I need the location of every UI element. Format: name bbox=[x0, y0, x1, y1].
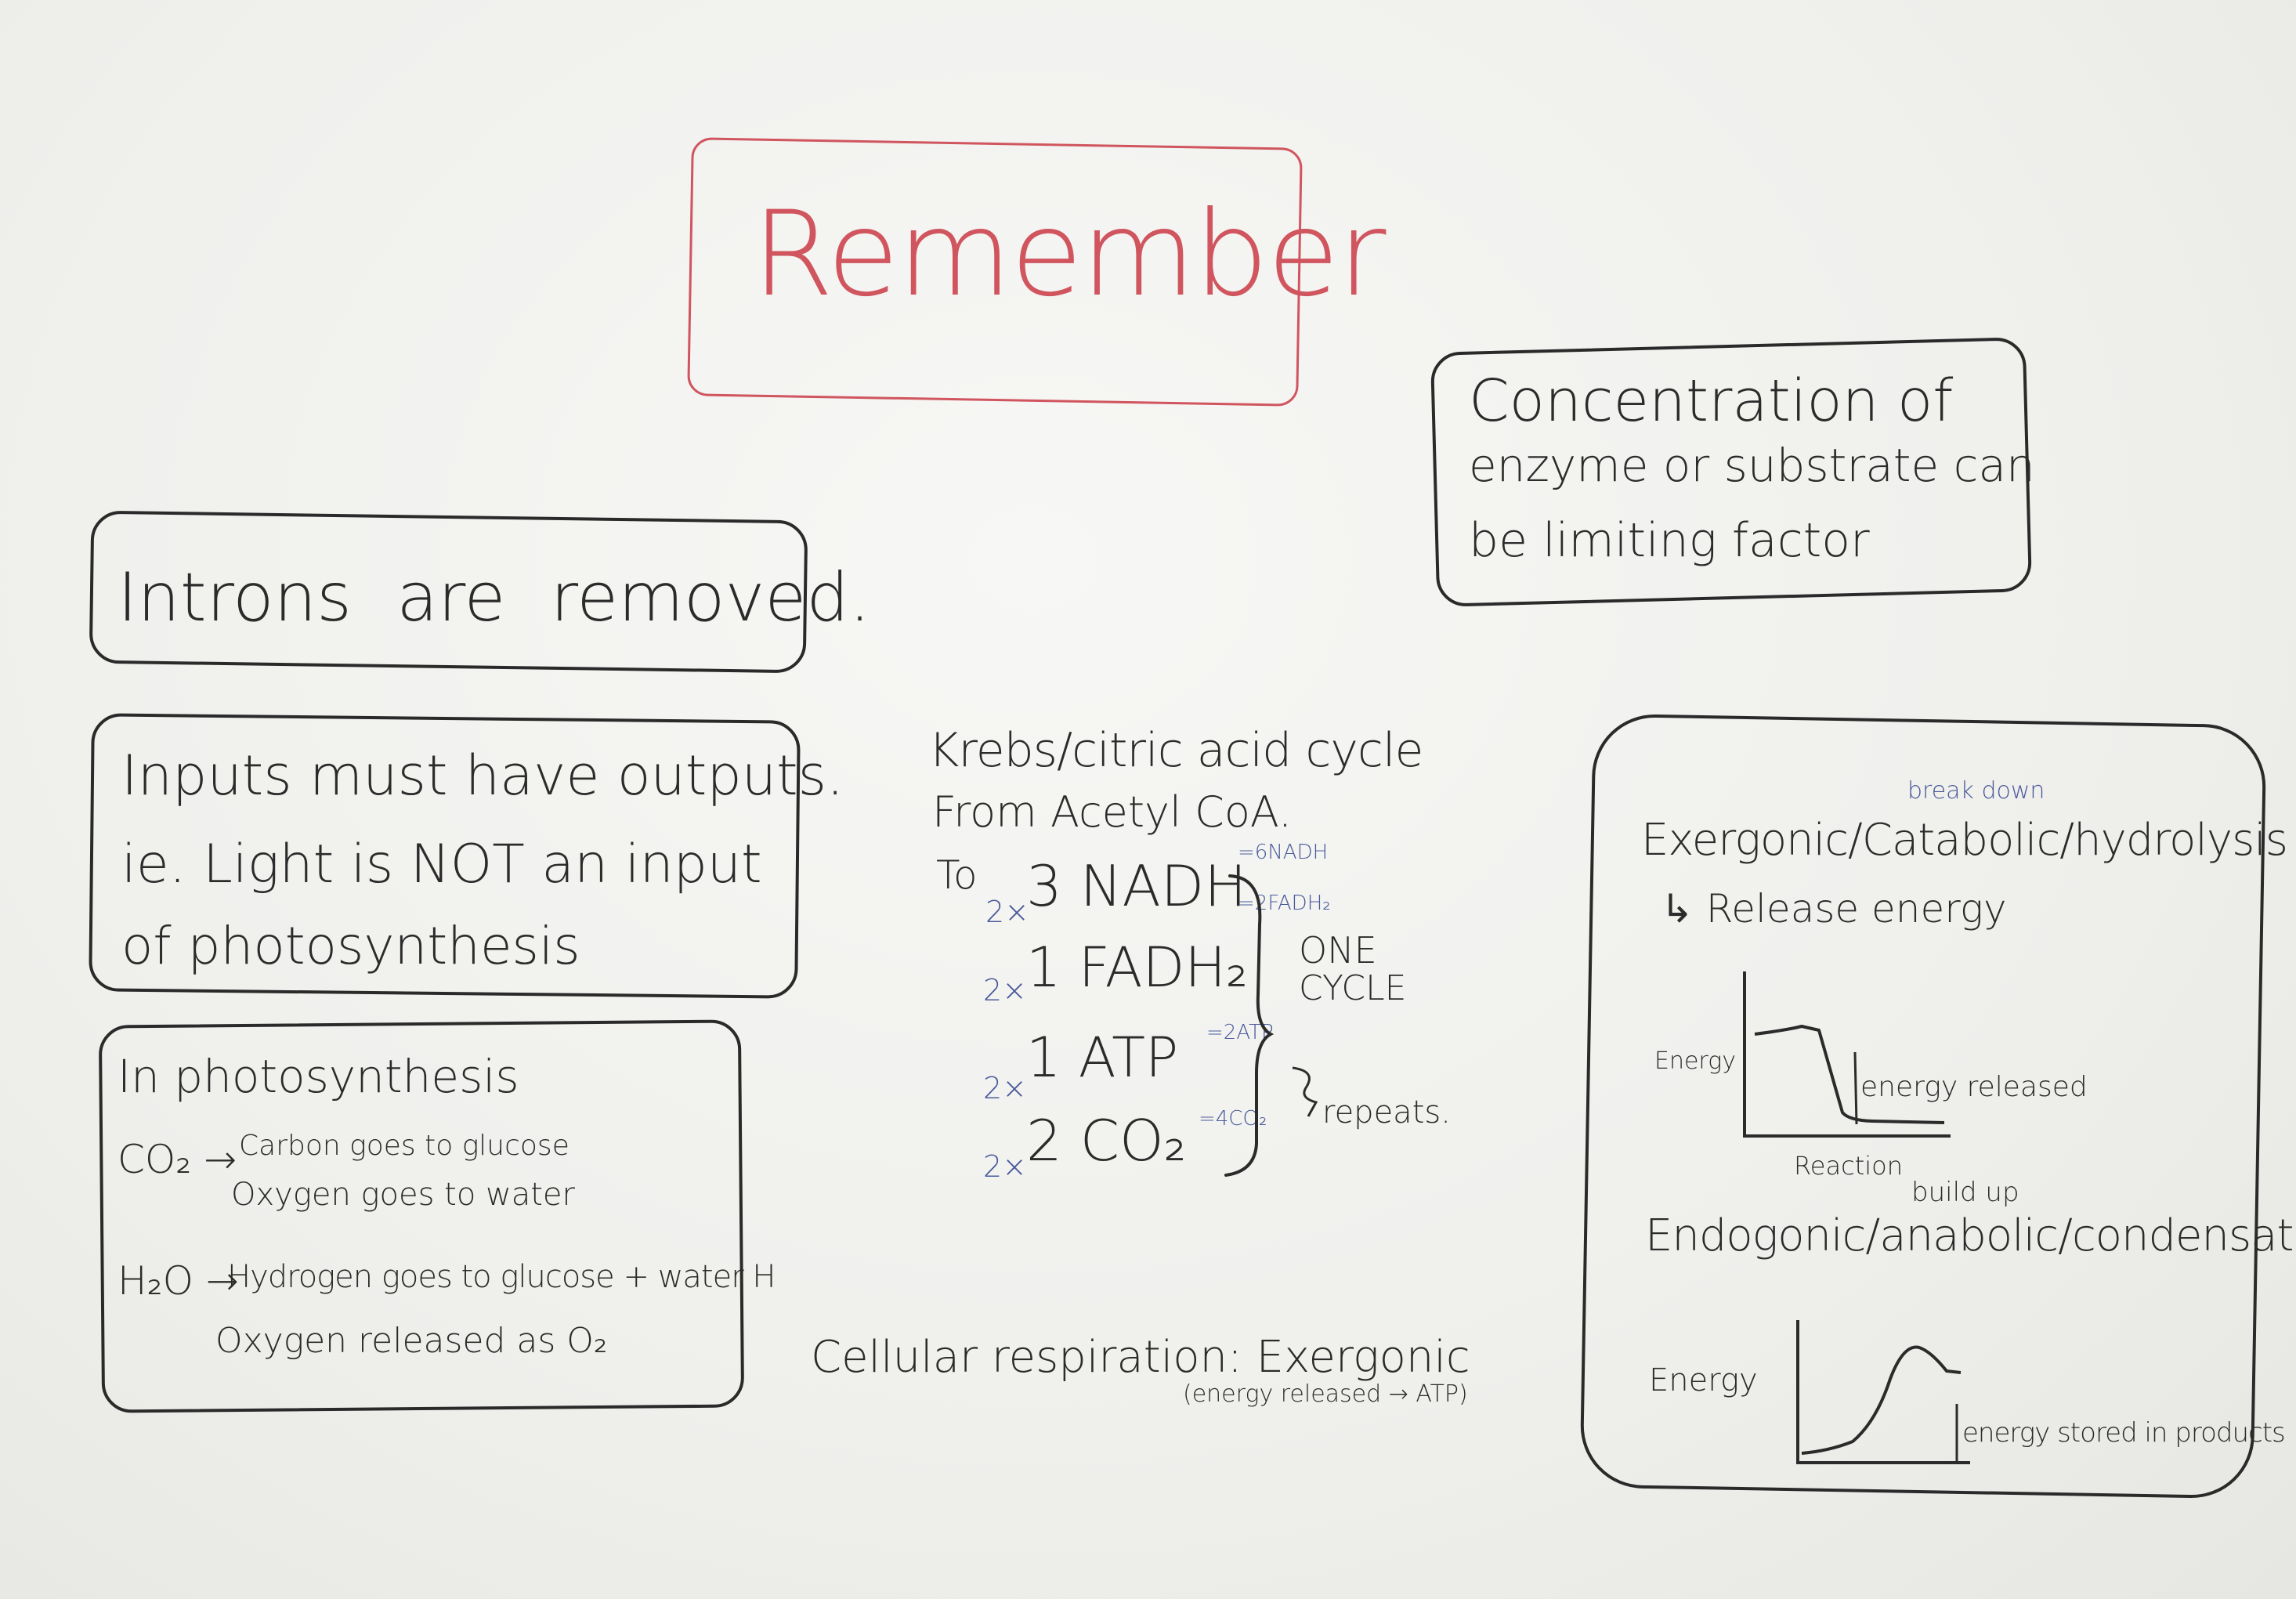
krebs-amount-2: 1 FADH₂ bbox=[1026, 935, 1249, 1000]
page-title: Remember bbox=[752, 186, 1386, 323]
endergonic-line: Endogonic/anabolic/condensation bbox=[1645, 1210, 2296, 1261]
photosynthesis-heading: In photosynthesis bbox=[118, 1050, 519, 1103]
h2o-line-2: Oxygen released as O₂ bbox=[215, 1321, 608, 1361]
co2-label: CO₂ → bbox=[118, 1137, 237, 1182]
one-cycle-line-1: ONE bbox=[1299, 929, 1377, 971]
inputs-line-3: of photosynthesis bbox=[121, 916, 580, 976]
buildup-note: build up bbox=[1911, 1177, 2019, 1208]
concentration-line-2: enzyme or substrate can bbox=[1469, 439, 2035, 492]
co2-line-2: Oxygen goes to water bbox=[231, 1177, 575, 1213]
graph1-xlabel: Reaction bbox=[1794, 1151, 1903, 1181]
graph1-ylabel: Energy bbox=[1654, 1047, 1736, 1075]
co2-line-1: Carbon goes to glucose bbox=[239, 1130, 569, 1162]
krebs-amount-3: 1 ATP bbox=[1026, 1026, 1179, 1090]
inputs-line-1: Inputs must have outputs. bbox=[121, 743, 844, 808]
cellular-respiration-line-2: (energy released → ATP) bbox=[1183, 1380, 1468, 1408]
krebs-note-1: =6NADH bbox=[1238, 841, 1329, 864]
introns-text: Introns are removed. bbox=[118, 559, 871, 637]
krebs-mult-1: 2× bbox=[985, 895, 1030, 929]
repeats-arrow bbox=[1292, 1066, 1318, 1117]
krebs-brace bbox=[1224, 874, 1275, 1177]
concentration-line-1: Concentration of bbox=[1469, 367, 1954, 435]
exergonic-graph bbox=[1743, 971, 1951, 1138]
h2o-label: H₂O → bbox=[118, 1258, 239, 1304]
concentration-line-3: be limiting factor bbox=[1469, 513, 1870, 568]
inputs-line-2: ie. Light is NOT an input bbox=[121, 834, 762, 895]
release-energy-text: ↳ Release energy bbox=[1661, 886, 2007, 932]
krebs-amount-1: 3 NADH bbox=[1026, 853, 1247, 919]
krebs-mult-2: 2× bbox=[983, 973, 1028, 1008]
krebs-mult-4: 2× bbox=[983, 1149, 1028, 1184]
cellular-respiration-line-1: Cellular respiration: Exergonic bbox=[811, 1332, 1470, 1383]
graph2-note: energy stored in products bbox=[1962, 1417, 2286, 1449]
krebs-note-2: =2FADH₂ bbox=[1238, 892, 1331, 915]
krebs-mult-3: 2× bbox=[983, 1071, 1028, 1105]
krebs-heading: Krebs/citric acid cycle bbox=[928, 723, 1423, 778]
krebs-to: To bbox=[936, 852, 978, 898]
graph2-ylabel: Energy bbox=[1649, 1362, 1758, 1398]
breakdown-note: break down bbox=[1907, 777, 2045, 805]
krebs-from: From Acetyl CoA. bbox=[932, 787, 1293, 837]
graph2-note-bar bbox=[1955, 1404, 1958, 1463]
repeats-text: repeats. bbox=[1322, 1094, 1451, 1131]
endergonic-graph bbox=[1796, 1320, 1970, 1464]
one-cycle-line-2: CYCLE bbox=[1299, 968, 1407, 1008]
graph1-note: energy released bbox=[1860, 1071, 2088, 1103]
krebs-amount-4: 2 CO₂ bbox=[1026, 1108, 1187, 1174]
h2o-line-1: Hydrogen goes to glucose + water H bbox=[227, 1259, 776, 1295]
exergonic-line: Exergonic/Catabolic/hydrolysis bbox=[1641, 815, 2288, 866]
